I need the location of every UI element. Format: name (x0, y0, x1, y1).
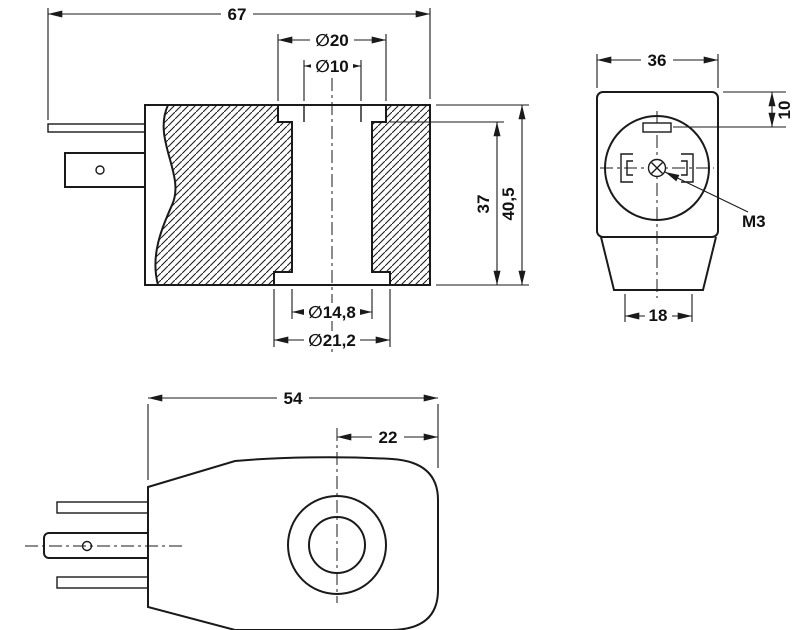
thread-callout-group: M3 (664, 171, 766, 231)
label-backing (645, 307, 672, 324)
label-backing (311, 57, 353, 75)
extension-line (47, 8, 431, 120)
section-view: 67 ∅20 ∅10 37 40,5 ∅14 (47, 5, 529, 352)
dim-dia20-label: ∅20 (315, 31, 348, 50)
dim-54-label: 54 (284, 389, 303, 408)
dim-dia10-label: ∅10 (315, 57, 348, 76)
coil-body-section (144, 104, 431, 286)
side-view: 54 22 (25, 389, 439, 630)
label-backing (310, 31, 354, 49)
leader-line (664, 171, 749, 213)
pin-bottom (56, 576, 153, 589)
label-backing (304, 331, 360, 349)
extension-line (390, 104, 529, 286)
dim-side-length-group: 54 (147, 389, 439, 480)
label-backing (304, 303, 360, 321)
dim-10-label: 10 (775, 101, 794, 120)
dim-67-label: 67 (228, 5, 247, 24)
pin-top (56, 501, 153, 514)
dim-boss-offset-group: 22 (337, 428, 438, 447)
label-backing (277, 389, 309, 407)
dim-overall-length-group: 67 (47, 5, 431, 120)
label-backing (372, 428, 404, 446)
encapsulation-area (146, 106, 176, 284)
terminal-blade (47, 123, 149, 133)
connector-tab (64, 152, 149, 188)
extension-line (277, 34, 387, 101)
label-backing (641, 51, 673, 69)
dim-36-label: 36 (648, 51, 667, 70)
encapsulation-curve (154, 104, 177, 286)
dim-22-label: 22 (379, 428, 398, 447)
dim-heights-group: 37 40,5 (390, 104, 529, 286)
dim-bore-group: ∅14,8 (291, 289, 373, 322)
end-view: 36 10 M3 18 (596, 51, 794, 325)
dim-key-offset-group: 10 (673, 91, 794, 128)
end-skirt-outline (600, 236, 717, 291)
dim-37-label: 37 (474, 195, 493, 214)
dim-base-width-group: 18 (624, 294, 693, 325)
dim-dia14-8-label: ∅14,8 (308, 303, 356, 322)
thread-m3-label: M3 (742, 212, 766, 231)
side-body-outline (147, 456, 439, 630)
side-contact-left (620, 153, 633, 183)
dim-18-label: 18 (649, 306, 668, 325)
dim-40-5-label: 40,5 (499, 187, 518, 220)
dim-top-counterbore-group: ∅20 (277, 31, 387, 101)
label-backing (221, 5, 253, 23)
dim-dia21-2-label: ∅21,2 (308, 331, 356, 350)
connector-tab-hole (95, 165, 105, 175)
screw-cross-recess (651, 162, 663, 174)
key-slot (642, 122, 672, 133)
flange-bore-edges (303, 105, 362, 122)
dim-width-group: 36 (596, 51, 719, 88)
dim-bottom-counterbore-group: ∅21,2 (273, 289, 391, 350)
extension-line (147, 404, 439, 480)
dim-top-bore-group: ∅10 (303, 57, 362, 101)
